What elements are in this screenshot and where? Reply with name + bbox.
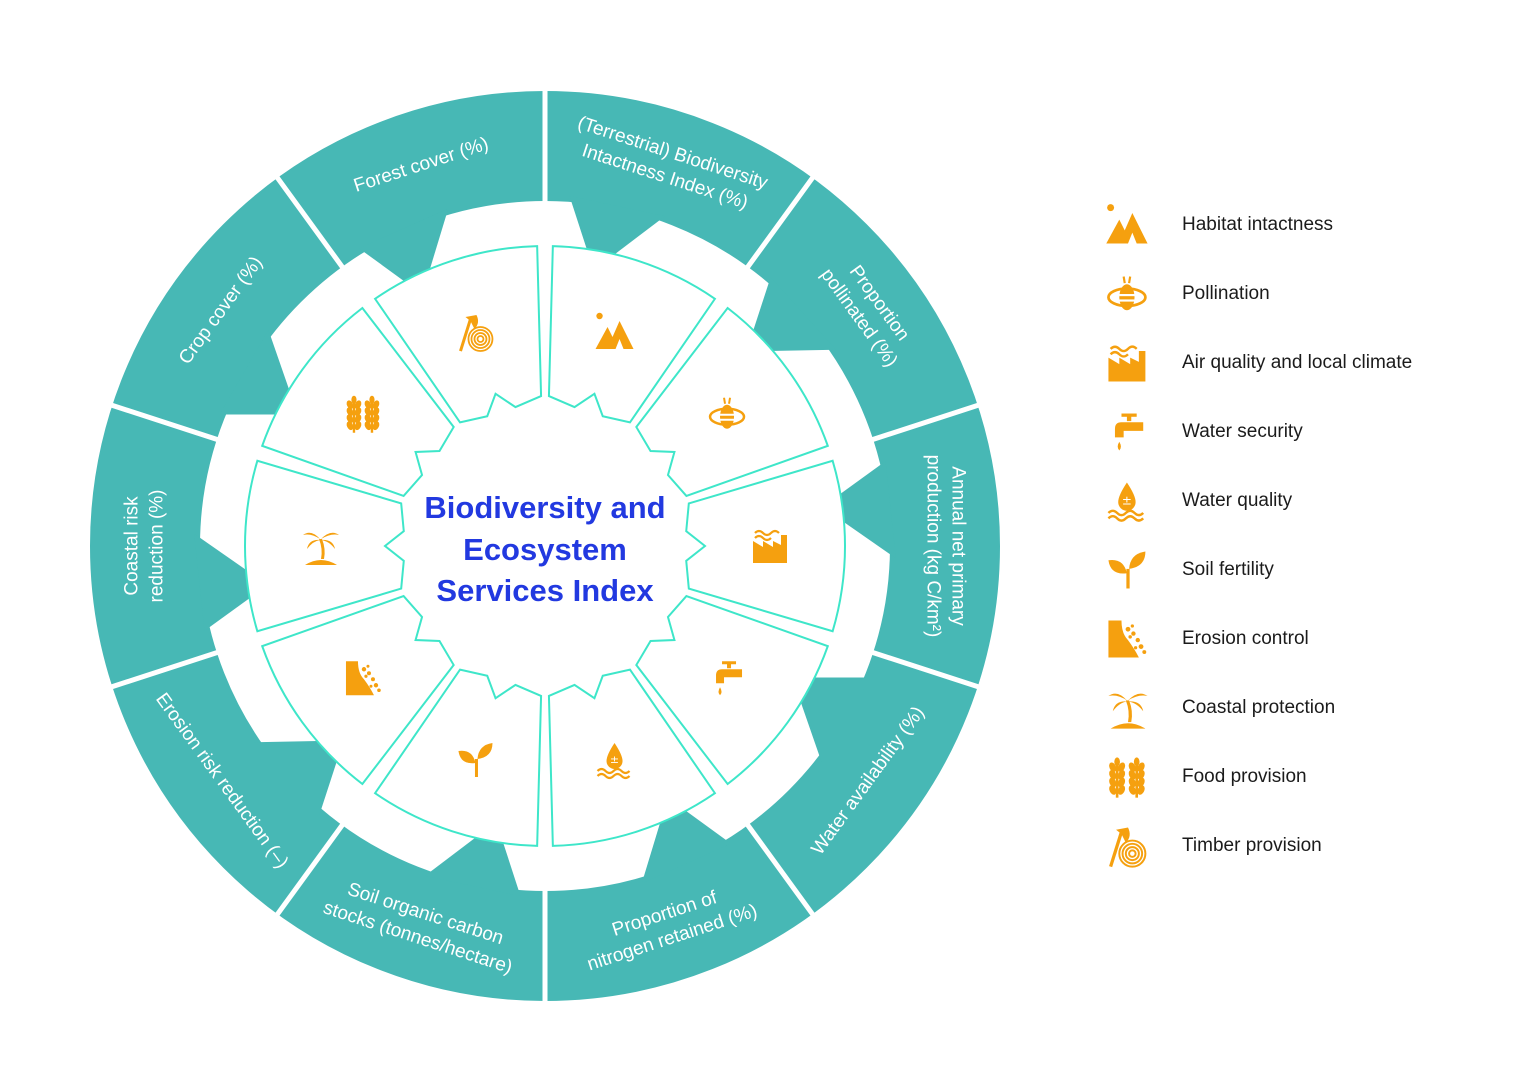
ring-label-air-line-2: production (kg C/km²) — [922, 455, 943, 638]
mountain-icon — [1100, 200, 1156, 250]
petal-habitat — [547, 245, 717, 424]
mountain-icon — [595, 312, 634, 350]
droplet-icon: ± — [596, 742, 631, 780]
segment-divider — [744, 173, 817, 270]
droplet-icon: ± — [1100, 476, 1156, 526]
segment-pointer — [219, 329, 298, 415]
sprout-icon — [1100, 545, 1156, 595]
palm-icon — [303, 532, 339, 565]
center-title: Biodiversity and Ecosystem Services Inde… — [424, 490, 665, 608]
axe-icon — [1100, 821, 1156, 871]
petal-water-quality — [547, 668, 717, 847]
legend-item: Timber provision — [1100, 821, 1500, 871]
legend-label: Water security — [1182, 421, 1303, 442]
legend-item: Soil fertility — [1100, 545, 1500, 595]
petal-coastal — [244, 459, 405, 633]
erosion-icon — [1100, 614, 1156, 664]
segment-divider — [870, 649, 983, 691]
legend-item: ± Water quality — [1100, 476, 1500, 526]
factory-icon — [753, 529, 787, 563]
legend-item: Pollination — [1100, 269, 1500, 319]
center-title-line-2: Ecosystem — [463, 532, 627, 567]
tap-icon — [716, 661, 743, 696]
petal-pollination — [635, 306, 830, 498]
segment-dividers — [107, 87, 983, 1005]
bee-icon — [1100, 269, 1156, 319]
center-title-line-1: Biodiversity and — [424, 490, 665, 525]
segment-divider — [870, 401, 983, 443]
ring-label-air-line-1: Annual net primary — [947, 466, 968, 626]
segment-divider — [273, 173, 346, 270]
segment-pointer — [254, 740, 344, 815]
petal-timber — [373, 245, 543, 424]
factory-icon — [1100, 338, 1156, 388]
legend-item: Water security — [1100, 407, 1500, 457]
legend-label: Water quality — [1182, 490, 1293, 511]
legend-item: Habitat intactness — [1100, 200, 1500, 250]
center-title-line-3: Services Index — [436, 573, 654, 608]
legend-item: Coastal protection — [1100, 683, 1500, 733]
ring-label-coastal-line-2: reduction (%) — [147, 490, 168, 603]
wheat-icon — [346, 395, 380, 433]
wheat-icon — [1100, 752, 1156, 802]
legend-label: Timber provision — [1182, 835, 1322, 856]
segment-divider — [107, 649, 220, 691]
segment-divider — [107, 401, 220, 443]
legend-label: Soil fertility — [1182, 559, 1274, 580]
ring-label-coastal-line-1: Coastal risk — [122, 496, 143, 596]
legend-label: Coastal protection — [1182, 697, 1336, 718]
segment-divider — [273, 822, 346, 919]
palm-icon — [1100, 683, 1156, 733]
legend-item: Erosion control — [1100, 614, 1500, 664]
legend-item: Air quality and local climate — [1100, 338, 1500, 388]
legend-label: Erosion control — [1182, 628, 1309, 649]
segment-divider — [744, 822, 817, 919]
legend-item: Food provision — [1100, 752, 1500, 802]
segment-pointer — [822, 461, 896, 559]
petal-icons: ± — [303, 312, 787, 780]
legend-label: Food provision — [1182, 766, 1307, 787]
tap-icon — [1100, 407, 1156, 457]
petal-soil — [373, 668, 543, 847]
legend-label: Pollination — [1182, 283, 1270, 304]
sprout-icon — [458, 742, 493, 777]
bee-icon — [708, 397, 746, 429]
axe-icon — [459, 315, 494, 352]
segment-pointer — [194, 533, 268, 631]
svg-text:±: ± — [610, 753, 619, 766]
svg-text:±: ± — [1122, 493, 1132, 507]
segment-pointer — [792, 677, 871, 763]
erosion-icon — [345, 661, 381, 696]
legend-label: Air quality and local climate — [1182, 352, 1413, 373]
segment-pointer — [746, 277, 836, 352]
petal-water-security — [635, 594, 830, 786]
legend-label: Habitat intactness — [1182, 214, 1334, 235]
